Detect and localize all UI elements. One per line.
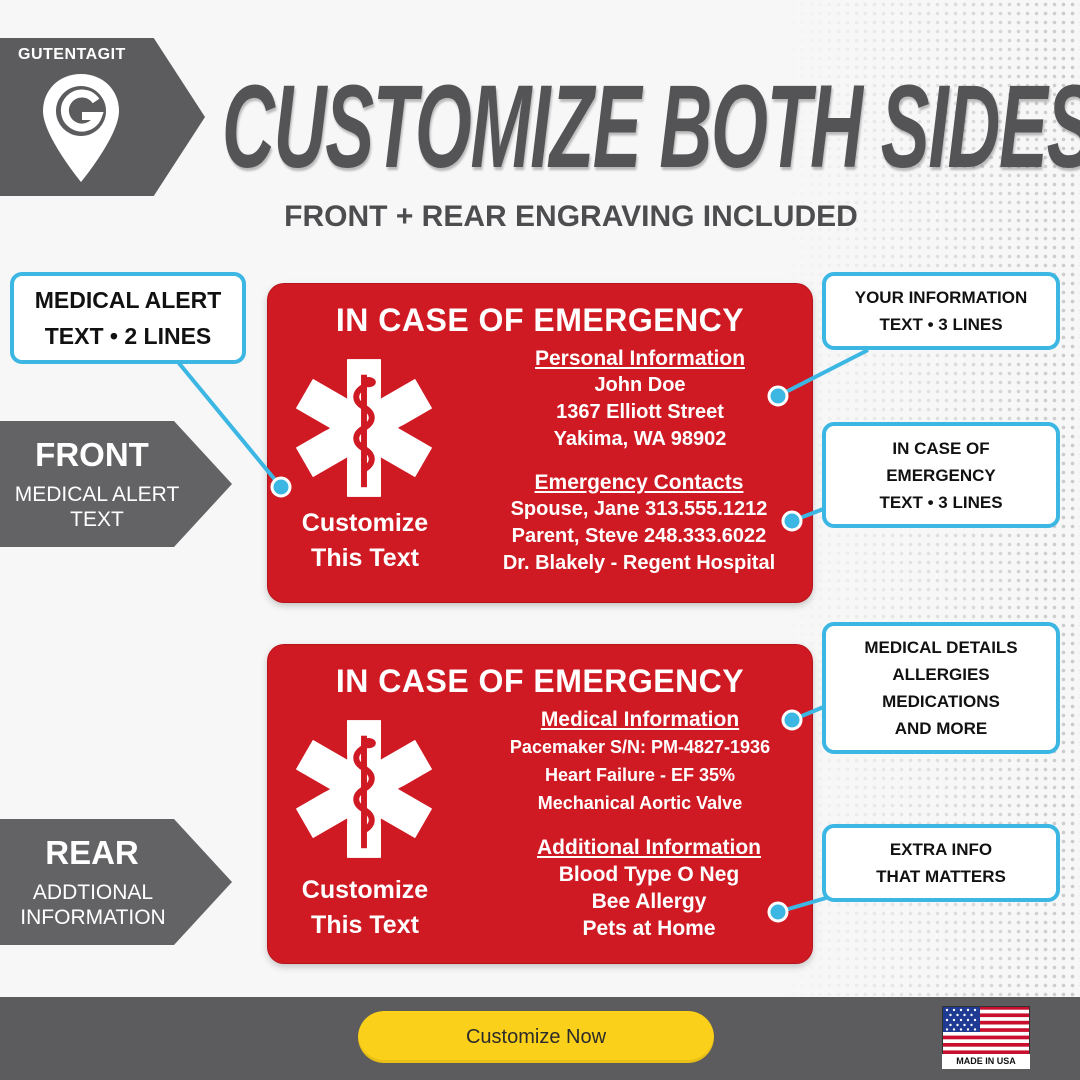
- front-tag: IN CASE OF EMERGENCY Customize This Text…: [268, 284, 812, 602]
- tag-title: IN CASE OF EMERGENCY: [335, 302, 745, 338]
- callout-medical-alert: MEDICAL ALERT TEXT • 2 LINES: [10, 272, 246, 364]
- personal-information: Personal Information John Doe 1367 Ellio…: [534, 347, 746, 450]
- made-in-usa-label: MADE IN USA: [942, 1054, 1030, 1069]
- map-pin-g-logo-icon: [43, 74, 119, 182]
- customize-now-button[interactable]: Customize Now: [358, 1011, 714, 1063]
- rear-banner-subtitle: ADDTIONAL INFORMATION: [20, 881, 166, 929]
- front-banner-title: FRONT: [35, 436, 149, 473]
- emergency-contacts: Emergency Contacts Spouse, Jane 313.555.…: [502, 471, 776, 574]
- headline: CUSTOMIZE BOTH SIDES: [222, 61, 1080, 193]
- additional-information: Additional Information Blood Type O Neg …: [537, 836, 761, 940]
- tag-title: IN CASE OF EMERGENCY: [335, 663, 745, 699]
- rear-banner-title: REAR: [45, 834, 139, 871]
- rear-banner: [0, 819, 232, 945]
- medical-information: Medical Information Pacemaker S/N: PM-48…: [509, 708, 771, 813]
- callout-your-information: YOUR INFORMATION TEXT • 3 LINES: [822, 272, 1060, 350]
- callout-medical-details: MEDICAL DETAILS ALLERGIES MEDICATIONS AN…: [822, 622, 1060, 754]
- callout-extra-info: EXTRA INFO THAT MATTERS: [822, 824, 1060, 902]
- front-banner-subtitle: MEDICAL ALERT TEXT: [14, 483, 180, 531]
- star-of-life-icon: [290, 715, 438, 863]
- star-of-life-icon: [290, 354, 438, 502]
- custom-text: Customize This Text: [301, 876, 429, 939]
- callout-emergency-text: IN CASE OF EMERGENCY TEXT • 3 LINES: [822, 422, 1060, 528]
- rear-tag: IN CASE OF EMERGENCY Customize This Text…: [268, 645, 812, 963]
- custom-text: Customize This Text: [301, 509, 429, 572]
- brand-name: GUTENTAGIT: [18, 46, 126, 63]
- subheadline: FRONT + REAR ENGRAVING INCLUDED: [284, 200, 858, 233]
